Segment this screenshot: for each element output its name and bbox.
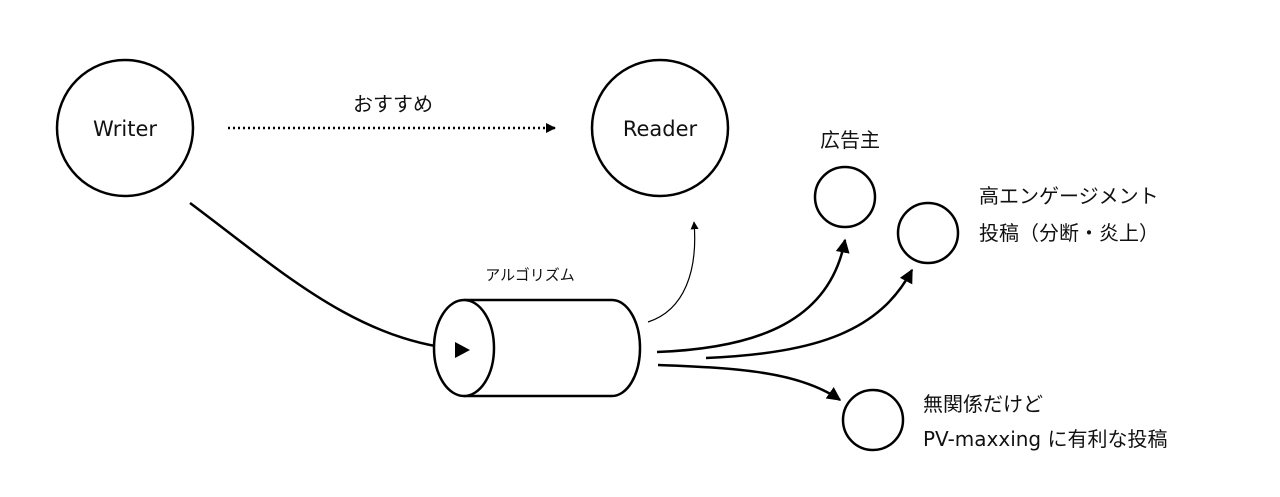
reader-label: Reader: [623, 117, 698, 141]
unrelated-label-line2: PV-maxxing に有利な投稿: [923, 427, 1167, 451]
high-engagement-node: 高エンゲージメント 投稿（分断・炎上）: [896, 184, 1159, 265]
high-engagement-label-line2: 投稿（分断・炎上）: [979, 221, 1159, 245]
unrelated-label-line1: 無関係だけど: [923, 392, 1043, 416]
unrelated-node: 無関係だけど PV-maxxing に有利な投稿: [841, 388, 1167, 452]
algorithm-to-high-engagement-edge: [705, 268, 914, 360]
algorithm-to-unrelated-edge: [657, 363, 842, 402]
advertiser-label: 広告主: [820, 128, 880, 152]
writer-to-algorithm-edge: [189, 201, 472, 357]
advertiser-node: 広告主: [813, 128, 880, 229]
algorithm-cylinder: アルゴリズム: [432, 266, 642, 398]
recommend-edge: おすすめ: [228, 92, 556, 133]
writer-to-algorithm-arrowhead: [455, 342, 470, 358]
high-engagement-label-line1: 高エンゲージメント: [979, 184, 1159, 208]
algorithm-label: アルゴリズム: [485, 266, 575, 284]
writer-label: Writer: [93, 117, 157, 141]
reader-node: Reader: [590, 58, 730, 198]
algorithm-to-advertiser-edge: [656, 238, 850, 354]
writer-node: Writer: [55, 58, 195, 198]
algorithm-to-reader-edge: [647, 221, 699, 323]
recommend-label: おすすめ: [353, 92, 433, 116]
